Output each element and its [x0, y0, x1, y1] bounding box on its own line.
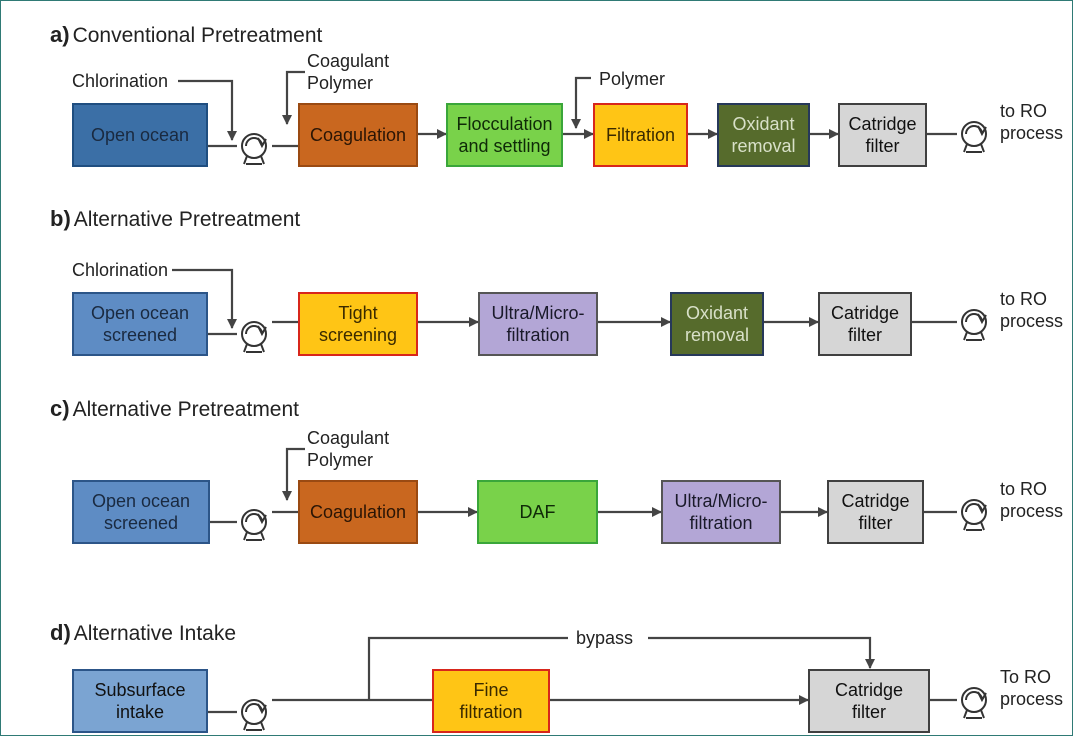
section-d-title: d)Alternative Intake	[50, 620, 236, 646]
box-open-ocean-a: Open ocean	[72, 103, 208, 167]
box-ultra-micro-filtration-c: Ultra/Micro- filtration	[661, 480, 781, 544]
section-c-title-text: Alternative Pretreatment	[72, 398, 299, 421]
box-catridge-filter-b: Catridge filter	[818, 292, 912, 356]
section-d-title-text: Alternative Intake	[73, 622, 237, 645]
box-tight-screening-b: Tight screening	[298, 292, 418, 356]
box-oxidant-removal-b: Oxidant removal	[670, 292, 764, 356]
to-ro-label-c: to RO process	[1000, 479, 1064, 521]
pump-icon	[241, 509, 267, 541]
coagulant-polymer-label-c: Coagulant Polymer	[307, 428, 390, 470]
chlorination-label-b: Chlorination	[72, 260, 169, 280]
section-b-title: b)Alternative Pretreatment	[50, 206, 300, 232]
box-catridge-filter-d: Catridge filter	[808, 669, 930, 733]
box-ultra-micro-filtration-b: Ultra/Micro- filtration	[478, 292, 598, 356]
box-catridge-filter-c: Catridge filter	[827, 480, 924, 544]
pump-icon	[241, 699, 267, 731]
section-b-title-text: Alternative Pretreatment	[73, 208, 301, 231]
box-coagulation-a: Coagulation	[298, 103, 418, 167]
box-open-ocean-screened-c: Open ocean screened	[72, 480, 210, 544]
pump-icon	[241, 133, 267, 165]
chlorination-label-a: Chlorination	[72, 71, 169, 91]
box-flocculation-a: Flocculation and settling	[446, 103, 563, 167]
box-fine-filtration-d: Fine filtration	[432, 669, 550, 733]
polymer-label-a: Polymer	[599, 69, 666, 89]
pump-icon	[241, 321, 267, 353]
box-subsurface-intake-d: Subsurface intake	[72, 669, 208, 733]
section-a-title: a)Conventional Pretreatment	[50, 22, 322, 48]
box-daf-c: DAF	[477, 480, 598, 544]
section-c-letter: c)	[50, 396, 70, 421]
to-ro-label-d: To RO process	[1000, 667, 1064, 709]
pump-icon	[961, 309, 987, 341]
section-d-letter: d)	[50, 620, 71, 645]
bypass-label-d: bypass	[576, 628, 634, 648]
section-a-letter: a)	[50, 22, 70, 47]
box-open-ocean-screened-b: Open ocean screened	[72, 292, 208, 356]
box-oxidant-removal-a: Oxidant removal	[717, 103, 810, 167]
section-a-title-text: Conventional Pretreatment	[72, 24, 323, 47]
box-coagulation-c: Coagulation	[298, 480, 418, 544]
to-ro-label-a: to RO process	[1000, 101, 1064, 143]
section-c-title: c)Alternative Pretreatment	[50, 396, 299, 422]
to-ro-label-b: to RO process	[1000, 289, 1064, 331]
pump-icon	[961, 499, 987, 531]
coagulant-polymer-label-a: Coagulant Polymer	[307, 51, 390, 93]
box-filtration-a: Filtration	[593, 103, 688, 167]
pump-icon	[961, 687, 987, 719]
pump-icon	[961, 121, 987, 153]
section-b-letter: b)	[50, 206, 71, 231]
box-catridge-filter-a: Catridge filter	[838, 103, 927, 167]
